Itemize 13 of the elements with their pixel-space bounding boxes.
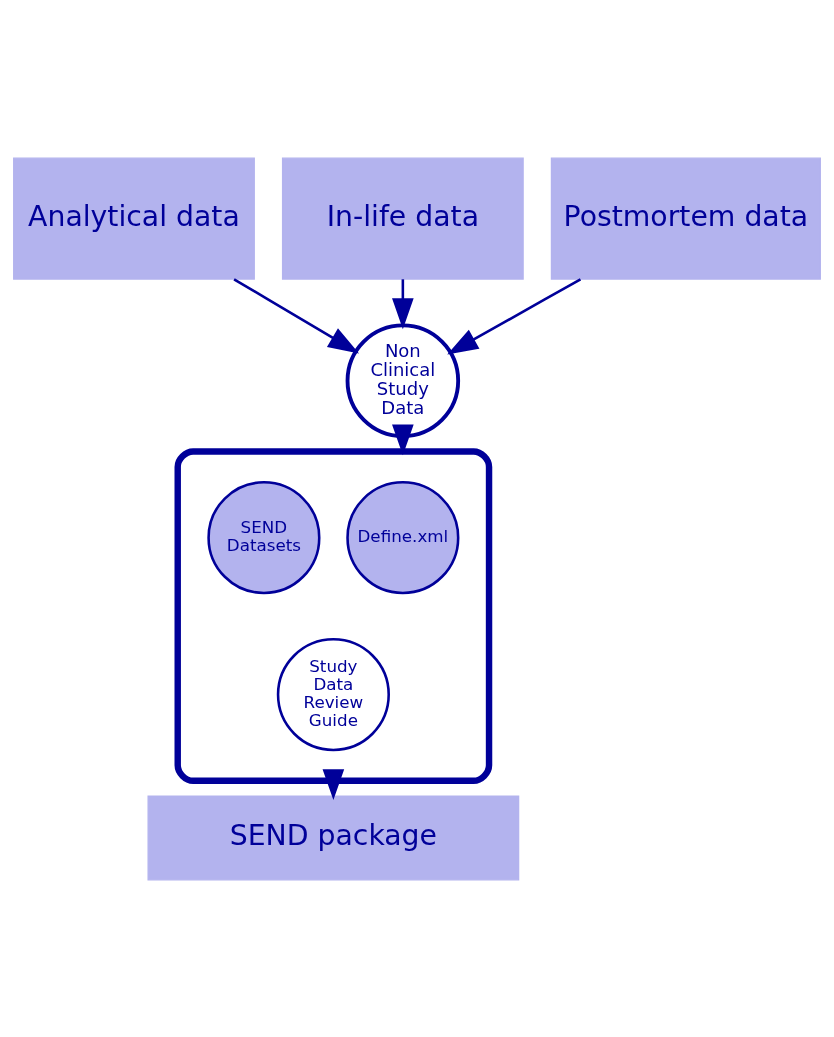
node-circle: Study Data Review Guide [276, 637, 390, 751]
arrow [447, 277, 582, 354]
node-circle: SEND Datasets [207, 480, 321, 594]
arrow [322, 768, 345, 800]
node-box: In-life data [281, 157, 524, 280]
node-box: SEND package [147, 795, 520, 880]
arrow [392, 278, 414, 329]
arrow [392, 423, 414, 455]
node-box: Analytical data [13, 157, 255, 280]
node-circle: Define.xml [346, 480, 460, 594]
node-box: Postmortem data [550, 157, 821, 280]
cluster [174, 447, 493, 784]
arrow [233, 277, 360, 353]
